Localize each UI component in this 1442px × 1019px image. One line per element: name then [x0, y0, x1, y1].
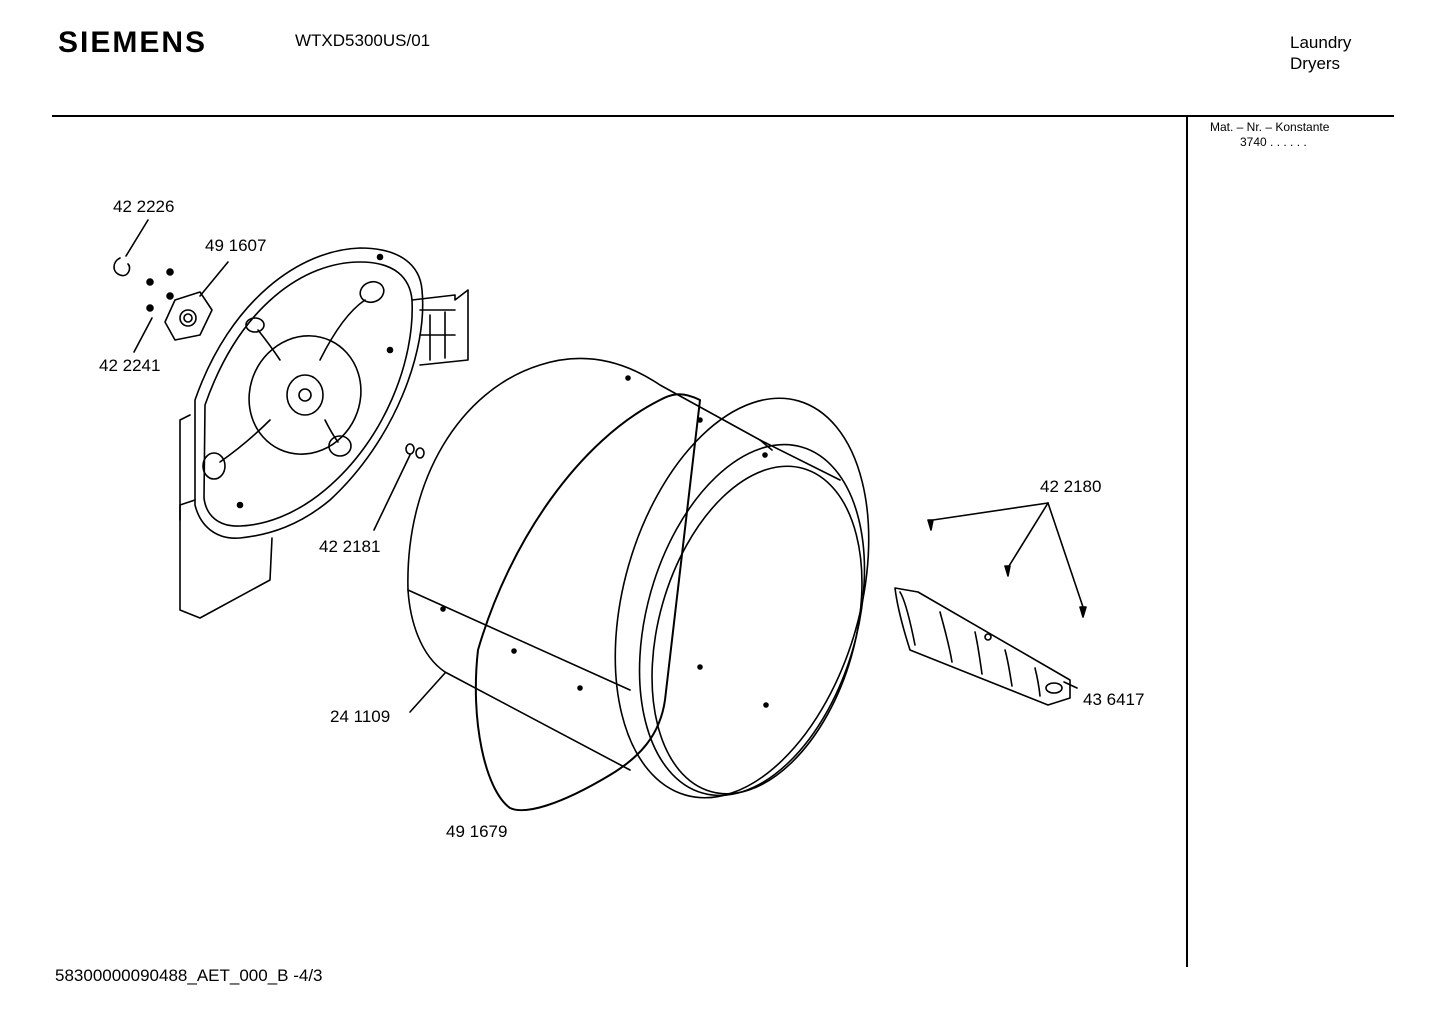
material-constant-label: Mat. – Nr. – Konstante [1210, 120, 1330, 134]
material-constant-value: 3740 . . . . . . [1240, 135, 1307, 149]
header-divider [52, 115, 1394, 117]
category-line-2: Dryers [1290, 54, 1341, 73]
side-column-divider [1186, 116, 1188, 967]
washer-pair-drawing [405, 443, 425, 459]
baffle-drawing [894, 587, 1071, 706]
product-category: Laundry Dryers [1290, 32, 1351, 74]
drive-belt-drawing [474, 393, 701, 812]
part-label-42-2181: 42 2181 [319, 537, 380, 556]
part-label-42-2241: 42 2241 [99, 356, 160, 375]
part-label-43-6417: 43 6417 [1083, 690, 1144, 709]
category-line-1: Laundry [1290, 33, 1352, 52]
part-label-42-2226: 42 2226 [113, 197, 174, 216]
part-label-42-2180: 42 2180 [1040, 477, 1101, 496]
material-constant: Mat. – Nr. – Konstante 3740 . . . . . . [1210, 120, 1329, 150]
part-number-labels: 42 2226 49 1607 42 2241 42 2181 42 2180 … [99, 197, 1144, 841]
bearing-bracket-drawing [113, 257, 213, 341]
brand-logo: SIEMENS [58, 26, 208, 59]
part-label-49-1679: 49 1679 [446, 822, 507, 841]
part-label-49-1607: 49 1607 [205, 236, 266, 255]
leader-lines [125, 219, 1084, 713]
part-label-24-1109: 24 1109 [330, 707, 390, 726]
drum-drawing [407, 357, 870, 799]
document-id: 58300000090488_AET_000_B -4/3 [55, 966, 323, 985]
rear-bulkhead-drawing [179, 247, 469, 619]
baffle-screws-drawing [927, 519, 1087, 618]
model-number: WTXD5300US/01 [295, 31, 431, 50]
